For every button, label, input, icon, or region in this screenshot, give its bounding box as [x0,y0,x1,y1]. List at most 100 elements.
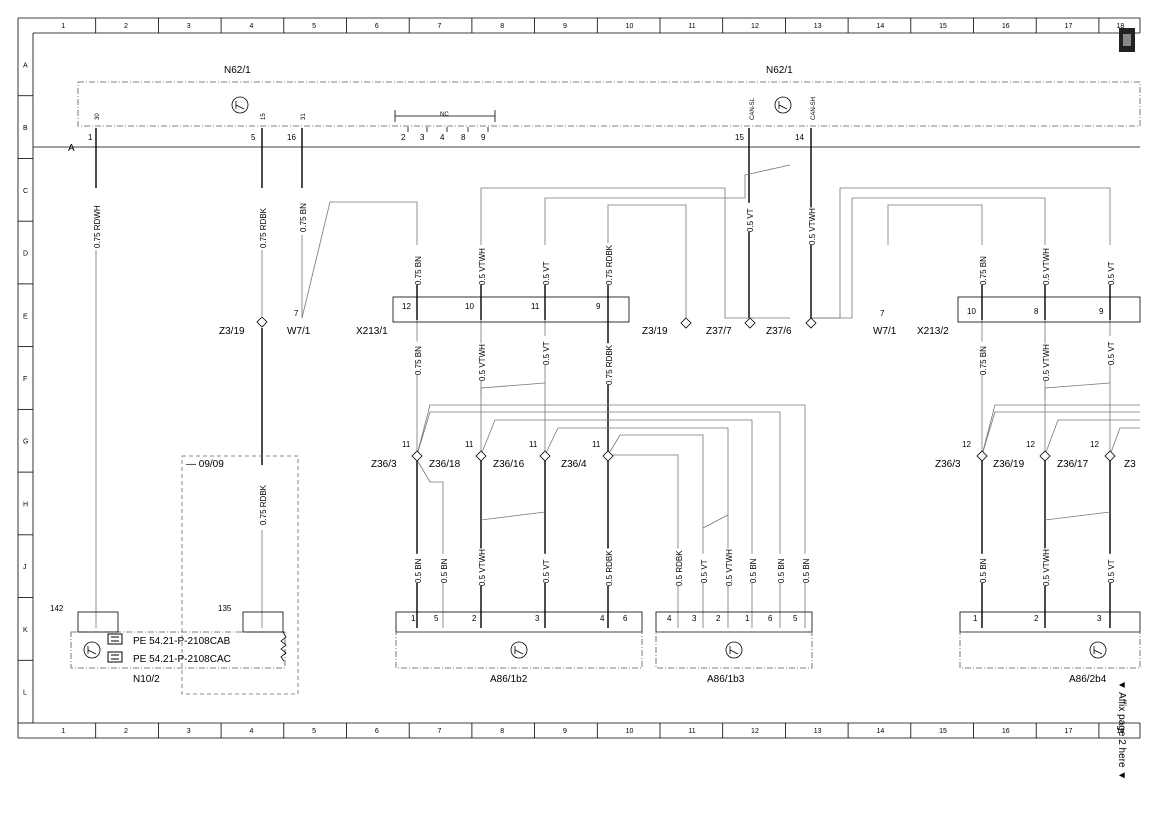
splice-diamond [256,316,268,328]
wire-labels: 0.75 RDWH 0.75 RDBK 0.75 BN 0.75 BN 0.5 VTWH… [92,198,1116,586]
pin-x2-8: 8 [1034,307,1039,316]
column-label: 16 [1002,23,1010,30]
splice-diamond [1104,450,1116,462]
wire-label-bg [1106,255,1116,285]
connector-x213-1 [392,296,630,323]
conn-z37-6: Z37/6 [766,326,792,337]
wire-label: 0.5 BN [777,558,786,583]
wire-label: 0.5 VTWH [478,549,487,586]
wire-label: 0.5 RDBK [605,550,614,586]
wire-label: 0.75 RDBK [259,484,268,525]
wire-label: 0.5 RDBK [675,550,684,586]
conn-z36-19: Z36/19 [993,459,1025,470]
wire-label: 0.75 BN [979,256,988,285]
ref-pe-2108cac[interactable]: PE 54.21-P-2108CAC [133,654,231,665]
splice-diamond [744,317,756,329]
pin-n62-1: 1 [88,133,93,142]
pin-z36-a-4: 11 [592,440,601,449]
pin-a86-1b2: 4 [600,614,605,623]
wire-label: 0.5 VTWH [478,344,487,381]
wire-label-bg [604,343,614,385]
column-label: 12 [751,728,759,735]
splice-diamond [475,450,487,462]
column-label: 16 [1002,728,1010,735]
conn-z36-16: Z36/16 [493,459,525,470]
row-label: A [23,62,28,69]
page-marker-icon [1119,28,1135,52]
sensor-a86-1b3 [655,611,813,669]
column-label: 18 [1116,728,1124,735]
wire-label: 0.5 VTWH [1042,344,1051,381]
pin-a86-1b2: 2 [472,614,477,623]
pin-func-31: 31 [301,113,307,120]
column-label: 8 [500,23,504,30]
wire-label-bg [477,548,487,586]
wire-label: 0.5 VT [746,208,755,232]
column-label: 5 [312,728,316,735]
wire-label: 0.5 VT [1107,559,1116,583]
wire-label-bg [1106,335,1116,365]
splice-diamond [1039,450,1051,462]
splice-diamond [411,450,423,462]
wire-label: 0.5 BN [802,558,811,583]
module-n62-1 [33,81,1141,148]
column-label: 13 [814,728,822,735]
wire-label: 0.5 VT [1107,261,1116,285]
wire-label: 0.75 RDWH [93,205,102,248]
row-label: J [23,564,27,571]
column-label: 4 [249,728,253,735]
splice-diamond [805,317,817,329]
wire-label: 0.5 VTWH [725,549,734,586]
wire-label-bg [92,206,102,248]
wire-label-bg [541,255,551,285]
conn-z3-19-left: Z3/19 [219,326,245,337]
wire-label: 0.5 VTWH [1042,248,1051,285]
pin-x1-12: 12 [402,302,411,311]
nc-label: NC [440,112,449,118]
wire-label: 0.5 BN [414,558,423,583]
column-label: 14 [876,23,884,30]
pin-n10-135: 135 [218,604,232,613]
wire-label: 0.5 BN [440,558,449,583]
document-icon [107,651,123,663]
pin-a86-1b2: 1 [411,614,416,623]
column-label: 6 [375,728,379,735]
wire-label: 0.75 RDBK [605,344,614,385]
wire-label-bg [807,207,817,245]
wire-label-bg [477,247,487,285]
wire-label: 0.75 BN [414,346,423,375]
module-n10-2 [70,455,299,695]
pin-z36-b-2: 12 [1026,440,1035,449]
conn-x213-1: X213/1 [356,326,388,337]
pin-a86-2b4: 2 [1034,614,1039,623]
splice-diamond [602,450,614,462]
pin-n10-142: 142 [50,604,64,613]
pin-z36-b-1: 12 [962,440,971,449]
pin-x2-9: 9 [1099,307,1104,316]
pin-x1-9: 9 [596,302,601,311]
pin-func-30: 30 [95,113,101,120]
splice-diamond [539,450,551,462]
conn-z36-cut: Z3 [1124,459,1136,470]
splice-points [256,316,1116,462]
wire-paths [95,128,1140,628]
column-label: 5 [312,23,316,30]
module-label-a86-2b4: A86/2b4 [1069,674,1107,685]
row-label: K [23,627,28,634]
column-label: 9 [563,23,567,30]
row-label: C [23,188,28,195]
ref-pe-2108cab[interactable]: PE 54.21-P-2108CAB [133,636,231,647]
module-label-n10-2: N10/2 [133,674,160,685]
connector-x213-2 [957,296,1141,323]
pin-func-can-l: CAN-SL [750,97,756,120]
wire-label-bg [413,553,423,583]
column-label: 1 [61,728,65,735]
column-label: 2 [124,23,128,30]
pin-a86-1b3: 4 [667,614,672,623]
wire-label-bg [745,202,755,232]
conn-z36-18: Z36/18 [429,459,461,470]
wire-label: 0.5 VT [542,261,551,285]
